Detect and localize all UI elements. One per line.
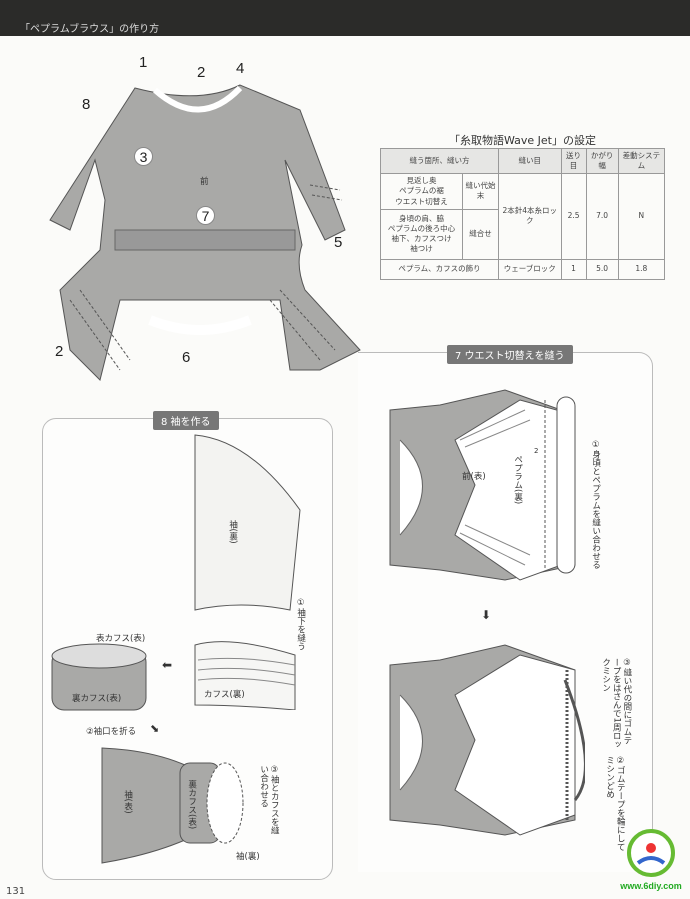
diagonal-arrow-icon: ⬊ bbox=[150, 722, 160, 735]
waist-seam-step2-illustration bbox=[389, 644, 585, 836]
cuff-ring-illustration bbox=[51, 643, 147, 711]
callout-2b: 2 bbox=[55, 343, 64, 360]
col-header: 縫い目 bbox=[498, 147, 562, 175]
page-header: 「ペプラムブラウス」の作り方 bbox=[0, 0, 690, 36]
step-1-note: ①身頃とペプラムを縫い合わせる bbox=[590, 440, 601, 569]
table-cell: 見返し奥 ペプラムの裾 ウエスト切替え bbox=[380, 173, 463, 210]
table-cell: ウェーブロック bbox=[498, 258, 562, 280]
table-cell: 2.5 bbox=[560, 173, 587, 260]
watermark-logo: www.6diy.com bbox=[616, 828, 686, 891]
sleeve-cuff-illustration bbox=[194, 434, 301, 710]
sleeve-right-label: 袖(表) bbox=[122, 790, 133, 814]
table-cell: 2本針4本糸ロック bbox=[498, 173, 562, 260]
left-arrow-icon: ⬅ bbox=[162, 658, 173, 672]
callout-1: 1 bbox=[139, 54, 148, 71]
table-cell: 5.0 bbox=[585, 258, 619, 280]
page-title: 「ペプラムブラウス」の作り方 bbox=[20, 24, 160, 35]
settings-table: 縫う箇所、縫い方縫い目送り目かがり幅差動システム 見返し奥 ペプラムの裾 ウエス… bbox=[380, 147, 666, 280]
peplum-wrong-label: ペプラム(裏) bbox=[512, 455, 523, 505]
seam-width-2: 2 bbox=[534, 447, 539, 455]
table-cell: ペプラム、カフスの飾り bbox=[380, 258, 499, 280]
inner-cuff-label: 裏カフス(表) bbox=[72, 694, 122, 704]
table-cell: 縫合せ bbox=[462, 208, 499, 260]
table-cell: 7.0 bbox=[585, 173, 619, 260]
cuff-wrong-label: カフス(裏) bbox=[204, 690, 245, 700]
sleeve-cuff-join-illustration bbox=[101, 747, 244, 864]
table-title: 「糸取物語Wave Jet」の設定 bbox=[448, 134, 596, 147]
col-header: かがり幅 bbox=[585, 147, 619, 175]
callout-3: 3 bbox=[134, 147, 153, 166]
page-number: 131 bbox=[6, 886, 26, 897]
callout-8: 8 bbox=[82, 96, 91, 113]
section-7-badge: 7 ウエスト切替えを縫う bbox=[447, 345, 573, 364]
club-logo-icon bbox=[627, 829, 675, 877]
step-1-sleeve-note: ①袖下を縫う bbox=[295, 598, 306, 651]
table-cell: N bbox=[617, 173, 666, 260]
blouse-illustration bbox=[49, 84, 361, 381]
callout-7: 7 bbox=[196, 206, 215, 225]
front-right-label: 前(表) bbox=[462, 472, 486, 482]
col-header: 差動システム bbox=[617, 147, 666, 175]
inner-cuff-label-2: 裏カフス(表) bbox=[186, 780, 197, 830]
section-8-badge: 8 袖を作る bbox=[153, 411, 219, 430]
step-3-note: ③縫い代の間にゴムテープをはさんで1周ロックミシン bbox=[600, 658, 632, 749]
col-header: 縫う箇所、縫い方 bbox=[380, 147, 499, 175]
table-cell: 身頃の肩、脇 ペプラムの後ろ中心 袖下、カフスつけ 袖つけ bbox=[380, 208, 463, 260]
sleeve-wrong-label: 袖(裏) bbox=[227, 520, 238, 544]
step-2-note: ②ゴムテープを輪にしてミシンどめ bbox=[604, 756, 626, 851]
callout-4: 4 bbox=[236, 60, 245, 77]
sleeve-wrong-label-2: 袖(裏) bbox=[236, 852, 260, 862]
table-cell: 1 bbox=[560, 258, 587, 280]
step-2-sleeve-note: ②袖口を折る bbox=[86, 727, 137, 737]
watermark-url: www.6diy.com bbox=[620, 881, 682, 891]
col-header: 送り目 bbox=[560, 147, 587, 175]
waist-seam-step1-illustration bbox=[389, 389, 576, 581]
front-label: 前 bbox=[200, 177, 209, 187]
step-3-sleeve-note: ③袖とカフスを縫い合わせる bbox=[258, 765, 280, 835]
callout-5: 5 bbox=[334, 234, 343, 251]
table-cell: 1.8 bbox=[617, 258, 666, 280]
callout-6: 6 bbox=[182, 349, 191, 366]
callout-2: 2 bbox=[197, 64, 206, 81]
table-cell: 縫い代始末 bbox=[462, 173, 499, 210]
outer-cuff-label: 表カフス(表) bbox=[96, 634, 146, 644]
down-arrow-icon: ⬇ bbox=[481, 608, 492, 622]
